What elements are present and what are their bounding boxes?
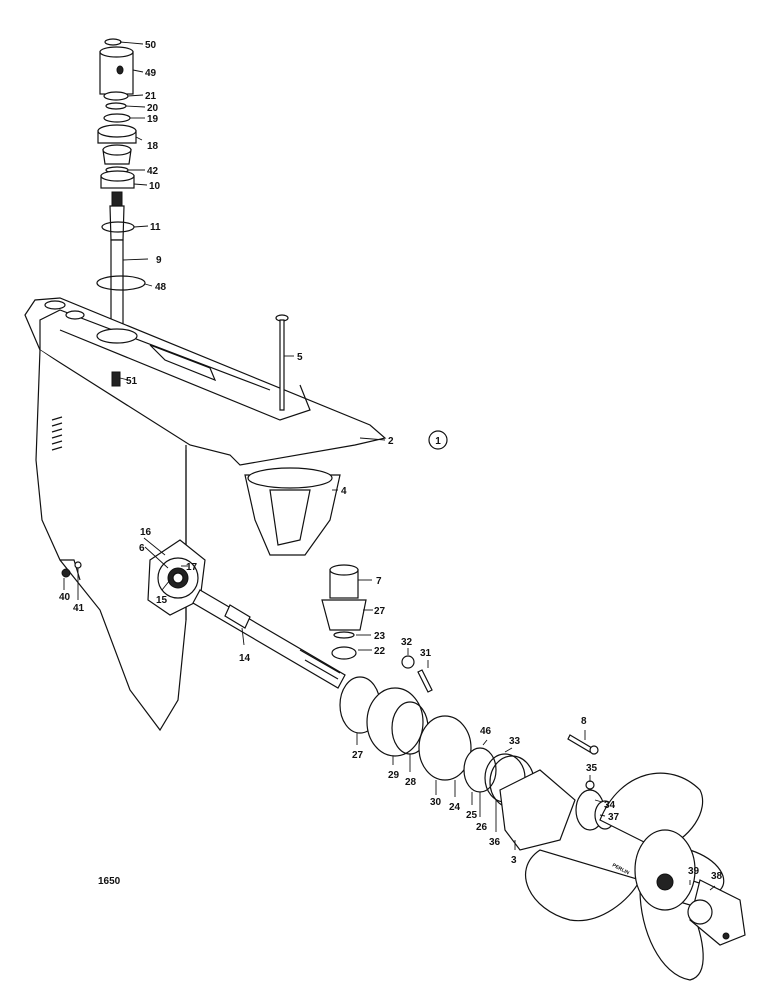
vertical-shaft-stack	[96, 38, 146, 341]
part-label-p34: 34	[604, 800, 616, 811]
part-label-p18: 18	[147, 141, 159, 152]
part-label-p50: 50	[145, 40, 157, 51]
nut-32-bolt-31	[401, 655, 433, 693]
part-label-p11: 11	[150, 222, 161, 233]
part-label-p30: 30	[430, 797, 442, 808]
part-label-p7: 7	[376, 576, 382, 587]
part-label-p38: 38	[711, 871, 723, 882]
part-label-p21: 21	[145, 91, 157, 102]
part-label-p16: 16	[140, 527, 152, 538]
part-label-p49: 49	[145, 68, 157, 79]
part-label-p4: 4	[341, 486, 347, 497]
part-label-p20: 20	[147, 103, 159, 114]
propeller-housing-3	[499, 769, 616, 851]
drive-housing	[24, 297, 387, 732]
part-label-p32: 32	[401, 637, 413, 648]
part-label-p26: 26	[476, 822, 488, 833]
leader-line-p50	[119, 41, 144, 45]
view-number: 1	[435, 436, 441, 447]
part-label-p5: 5	[297, 352, 303, 363]
leader-line-p37	[599, 814, 606, 817]
part-label-p10: 10	[149, 181, 161, 192]
bolts-8-35	[567, 734, 599, 790]
part-label-p41: 41	[73, 603, 85, 614]
leader-line-p11	[133, 225, 149, 228]
leader-line-p6	[144, 546, 169, 569]
part-callouts: 5049212019184210119485512416617154041727…	[59, 40, 723, 891]
part-label-p28: 28	[405, 777, 417, 788]
leader-line-p33	[504, 747, 513, 753]
part-label-p22: 22	[374, 646, 386, 657]
part-label-p25: 25	[466, 810, 478, 821]
leader-line-p34	[594, 799, 603, 803]
part-label-p14: 14	[239, 653, 251, 664]
part-label-p15: 15	[156, 595, 168, 606]
part-label-p27b: 27	[352, 750, 364, 761]
leader-line-p18	[135, 136, 143, 141]
part-label-p42: 42	[147, 166, 159, 177]
propeller	[524, 772, 746, 981]
leader-line-p46	[482, 739, 488, 746]
leader-line-p51	[119, 377, 129, 381]
part-label-p17: 17	[186, 562, 198, 573]
part-label-p24: 24	[449, 802, 461, 813]
gear-assembly	[339, 676, 535, 809]
part-label-p37: 37	[608, 812, 620, 823]
vent-slots	[51, 416, 63, 451]
part-label-p48: 48	[155, 282, 167, 293]
leader-line-p49	[132, 69, 144, 73]
part-label-p46: 46	[480, 726, 492, 737]
part-label-p2: 2	[388, 436, 394, 447]
leader-line-p9	[122, 258, 149, 261]
leader-line-p38	[709, 885, 716, 891]
part-label-p35: 35	[586, 763, 598, 774]
leader-line-p15	[161, 579, 171, 591]
part-label-p8: 8	[581, 716, 587, 727]
leader-line-p20	[125, 105, 146, 108]
propeller-shaft-14	[192, 589, 346, 689]
leader-line-p14	[241, 627, 245, 646]
part-label-p36: 36	[489, 837, 501, 848]
part-label-p40: 40	[59, 592, 71, 603]
part-label-p27a: 27	[374, 606, 386, 617]
part-label-p29: 29	[388, 770, 400, 781]
pinion-gear	[321, 564, 367, 660]
part-label-p3: 3	[511, 855, 517, 866]
leader-line-p16	[143, 537, 166, 556]
leader-line-p10	[133, 183, 148, 186]
part-label-p51: 51	[126, 376, 138, 387]
part-label-p23: 23	[374, 631, 386, 642]
part-label-p9: 9	[156, 255, 162, 266]
intake-4	[244, 467, 341, 556]
part-label-p39: 39	[688, 866, 700, 877]
leader-line-p21	[127, 94, 144, 97]
sheet-code: 1650	[98, 876, 121, 887]
part-label-p6: 6	[139, 543, 145, 554]
leader-line-p2	[359, 437, 386, 441]
part-label-p31: 31	[420, 648, 432, 659]
view-number-circle	[428, 430, 448, 450]
part-label-p19: 19	[147, 114, 159, 125]
bolt-5	[275, 314, 289, 411]
leader-line-p48	[144, 283, 153, 287]
part-label-p33: 33	[509, 736, 521, 747]
